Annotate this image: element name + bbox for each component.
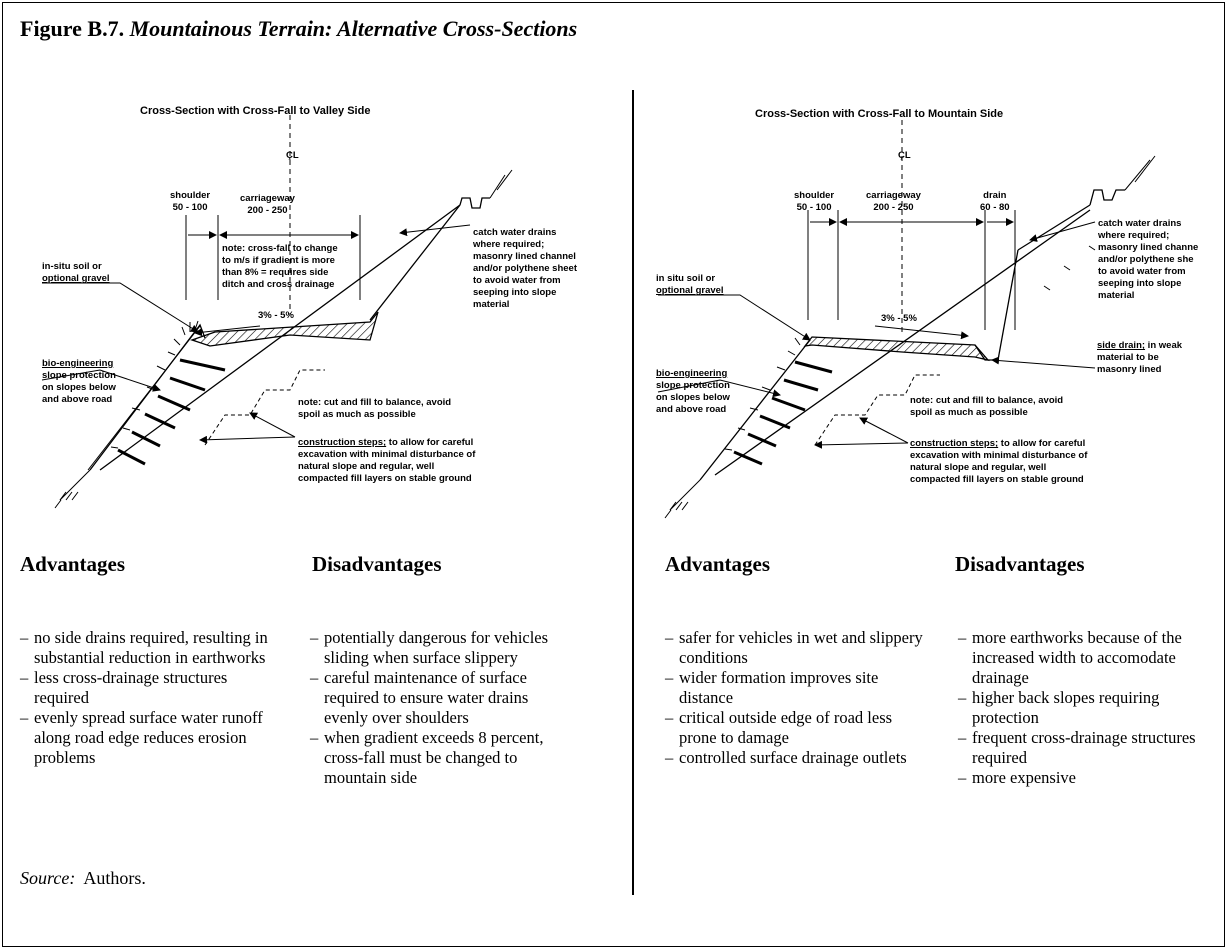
figure-title: Figure B.7. Mountainous Terrain: Alterna… xyxy=(20,16,577,42)
list-item: higher back slopes requiring protection xyxy=(958,688,1220,728)
right-crossfall-label: 3% - 5% xyxy=(881,313,917,324)
right-dimensions xyxy=(807,210,1016,330)
left-bio-engineering-stakes xyxy=(117,358,226,466)
left-disadvantages-heading: Disadvantages xyxy=(312,552,442,576)
left-diagram-title: Cross-Section with Cross-Fall to Valley … xyxy=(140,105,371,117)
right-advantages-heading: Advantages xyxy=(665,552,771,576)
right-cut-slope xyxy=(1017,204,1091,251)
list-item: when gradient exceeds 8 percent, cross-f… xyxy=(310,728,560,788)
right-construction-steps-note: construction steps; to allow for careful… xyxy=(910,438,1088,485)
left-road-surface xyxy=(189,311,379,347)
left-advantages-list: no side drains required, resulting in su… xyxy=(20,628,285,768)
right-catch-drain xyxy=(1089,189,1125,206)
right-crossfall-arrow xyxy=(874,325,969,340)
right-centerline-label: ÇL xyxy=(898,150,911,161)
right-cross-section xyxy=(657,120,1156,519)
list-item: frequent cross-drainage structures requi… xyxy=(958,728,1220,768)
left-catch-drain xyxy=(459,197,490,209)
left-advantages-heading: Advantages xyxy=(20,552,126,576)
list-item: safer for vehicles in wet and slippery c… xyxy=(665,628,930,668)
left-centerline-label: ÇL xyxy=(286,150,299,161)
list-item: potentially dangerous for vehicles slidi… xyxy=(310,628,560,668)
figure-number: Figure B.7. xyxy=(20,16,125,41)
left-construction-steps xyxy=(204,369,325,446)
right-disadvantages-list: more earthworks because of the increased… xyxy=(958,628,1220,788)
right-disadvantages-heading: Disadvantages xyxy=(955,552,1085,576)
left-dimensions xyxy=(185,215,361,300)
right-leaders xyxy=(657,221,1096,449)
list-item: more earthworks because of the increased… xyxy=(958,628,1220,688)
left-construction-steps-note: construction steps; to allow for careful… xyxy=(298,437,476,484)
list-item: wider formation improves site distance xyxy=(665,668,930,708)
left-cut-slope xyxy=(369,204,461,321)
right-advantages-list: safer for vehicles in wet and slippery c… xyxy=(665,628,930,768)
right-construction-steps xyxy=(814,374,940,446)
list-item: careful maintenance of surface required … xyxy=(310,668,560,728)
right-road-surface xyxy=(803,336,990,362)
list-item: more expensive xyxy=(958,768,1220,788)
list-item: less cross-drainage structures required xyxy=(20,668,285,708)
list-item: evenly spread surface water runoff along… xyxy=(20,708,285,768)
list-item: controlled surface drainage outlets xyxy=(665,748,930,768)
figure-source: Source: Authors. xyxy=(20,868,146,888)
right-diagram-title: Cross-Section with Cross-Fall to Mountai… xyxy=(755,108,1004,120)
left-crossfall-arrow xyxy=(194,325,261,337)
right-fill-slope xyxy=(699,339,811,481)
figure-title-text: Mountainous Terrain: Alternative Cross-S… xyxy=(129,16,578,41)
left-cross-section xyxy=(41,115,513,509)
left-leaders xyxy=(41,224,471,444)
left-crossfall-label: 3% - 5% xyxy=(258,310,294,321)
left-disadvantages-list: potentially dangerous for vehicles slidi… xyxy=(310,628,560,788)
list-item: critical outside edge of road less prone… xyxy=(665,708,930,748)
column-divider xyxy=(632,90,634,895)
list-item: no side drains required, resulting in su… xyxy=(20,628,285,668)
right-vegetation xyxy=(724,245,1096,451)
right-side-drain xyxy=(974,249,1019,361)
left-fill-slope xyxy=(89,323,206,471)
left-natural-ground xyxy=(99,204,461,471)
right-bio-engineering-stakes xyxy=(733,360,833,466)
